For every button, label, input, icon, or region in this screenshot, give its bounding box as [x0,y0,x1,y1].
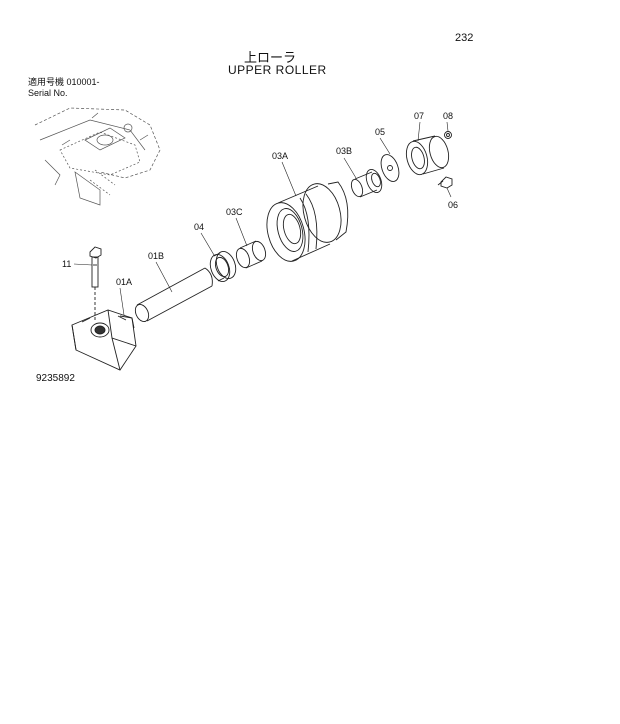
page-title-japanese: 上ローラ [244,50,297,65]
callout-07: 07 [414,111,424,121]
cover-07 [405,135,450,176]
callout-04: 04 [194,222,204,232]
bushing-03c [235,240,267,269]
callout-05: 05 [375,127,385,137]
callout-06: 06 [448,200,458,210]
shaft-01b [134,267,213,322]
bushing-03b [350,169,383,198]
callout-03a: 03A [272,151,288,161]
location-sketch [34,107,161,206]
page-title: UPPER ROLLER [228,63,327,77]
bolt-06 [437,176,453,189]
roller-03a [266,181,349,262]
serial-info: 適用号機 010001- Serial No. [28,77,100,99]
serial-applicable-label: 適用号機 010001- [28,77,100,87]
callout-08: 08 [443,111,453,121]
seal-04 [209,251,237,282]
callout-03c: 03C [226,207,243,217]
callout-01a: 01A [116,277,132,287]
bolt-11 [89,246,102,320]
callout-03b: 03B [336,146,352,156]
callout-11: 11 [62,259,71,269]
serial-number-label: Serial No. [28,88,68,98]
plug-08 [444,131,452,139]
callout-01b: 01B [148,251,164,261]
bracket-01a [71,309,137,371]
washer-05 [380,154,400,182]
drawing-number: 9235892 [36,373,75,384]
page-number: 232 [455,32,474,44]
leader-lines [73,121,452,316]
